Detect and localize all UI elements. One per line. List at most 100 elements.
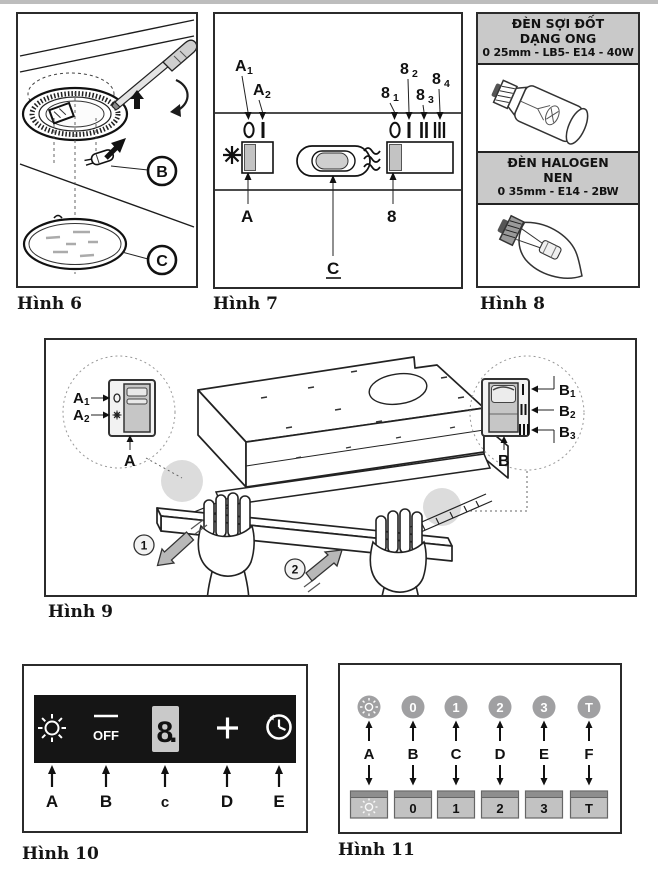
label-c: C [451,746,462,763]
svg-text:2: 2 [570,410,576,421]
svg-text:1: 1 [247,65,253,77]
svg-text:1: 1 [452,801,459,816]
halogen-bulb-header: ĐÈN HALOGEN NEN 0 35mm - E14 - 2BW [478,151,638,205]
svg-text:1: 1 [141,539,148,553]
lamp-socket [47,101,76,125]
label-e: E [273,792,284,811]
label-83: 8 3 [416,87,434,120]
round-glass-cover-icon [22,214,128,271]
latch-highlight-right [423,488,461,526]
step-2-badge: 2 [284,558,306,580]
svg-text:8: 8 [432,71,441,88]
inset-a-leader [145,457,183,479]
dashed-inset-circle-icon [62,355,176,469]
label-a: A [241,172,253,226]
label-a1: A 1 [73,390,110,408]
figure-8-panel: ĐÈN SỢI ĐỐT DẠNG ONG 0 25mm - LB5- E14 -… [476,12,640,288]
svg-text:B: B [559,424,570,441]
halogen-title-line2: NEN [543,170,573,186]
svg-text:1: 1 [452,700,459,715]
label-b2: B 2 [531,403,576,421]
down-arrowheads [365,778,593,786]
plus-icon [217,717,238,739]
leader-line-c [121,251,149,260]
pointer-arrows [50,773,281,787]
round-button-2: 2 [488,695,512,719]
svg-text:C: C [327,259,339,278]
label-a2: A 2 [73,407,110,425]
label-b3: B 3 [531,424,576,443]
svg-text:8.: 8. [156,716,176,749]
incandescent-spec: 0 25mm - LB5- E14 - 40W [482,45,634,59]
light-icon [38,714,66,742]
key-2: 2 [480,790,520,819]
round-button-3: 3 [532,695,556,719]
recess-dashed-outline [27,72,115,116]
round-button-1: 1 [444,695,468,719]
halogen-spec: 0 35mm - E14 - 2BW [497,184,619,198]
svg-text:1: 1 [84,397,90,408]
label-b1: B 1 [531,376,576,400]
svg-text:2: 2 [496,801,503,816]
label-d: D [495,746,506,763]
down-arrows [368,765,590,779]
svg-text:3: 3 [540,801,547,816]
switch-panel-a [108,379,156,437]
round-button-t: T [577,695,601,719]
vent-hole-icon [368,372,428,406]
key-3: 3 [524,790,564,819]
svg-text:A: A [73,407,84,424]
svg-text:T: T [585,700,593,715]
svg-text:B: B [498,453,510,470]
svg-text:3: 3 [570,431,576,442]
label-81: 8 1 [381,85,399,120]
lift-arrow-icon [130,90,144,109]
light-icon [360,798,378,816]
position-0-icon [113,393,121,403]
figure-9-panel: 1 2 A 1 A 2 A [44,338,637,597]
svg-text:0: 0 [409,700,416,715]
speed-3-marks [519,424,529,435]
light-symbol-icon [223,146,241,164]
seven-segment-display: 8. [152,706,180,752]
figure-10-caption: Hình 10 [22,844,99,864]
figure-7-diagram: A 1 A 2 A C 8 [215,58,461,279]
slider-switch-icon [296,145,371,177]
incandescent-bulb-header: ĐÈN SỢI ĐỐT DẠNG ONG 0 25mm - LB5- E14 -… [478,14,638,66]
up-arrowheads [365,720,593,728]
label-b: B [156,164,168,181]
screw-marks [260,370,465,429]
figure-6-caption: Hình 6 [17,294,82,314]
svg-text:0: 0 [409,801,416,816]
svg-text:B: B [559,403,570,420]
incandescent-title-line1: ĐÈN SỢI ĐỐT [511,16,605,31]
label-a: A [46,792,58,811]
svg-text:A: A [241,207,253,226]
svg-text:2: 2 [412,68,418,80]
switch-panel-b [481,378,530,437]
svg-text:T: T [585,801,593,816]
svg-text:4: 4 [444,78,450,90]
callout-circle-b: B [146,155,178,187]
key-t: T [569,790,609,819]
front-seam [245,429,485,467]
svg-text:1: 1 [570,389,576,400]
halogen-bulb-icon [497,214,583,279]
round-button-light [357,695,381,719]
fan-position-0-icon [389,121,401,139]
svg-text:A: A [73,390,84,407]
svg-text:8: 8 [381,85,390,102]
callout-circle-c: C [146,244,178,276]
halogen-title-line1: ĐÈN HALOGEN [507,155,609,171]
push-in-arrow-icon [303,549,343,593]
label-e: E [539,746,549,763]
step-1-badge: 1 [133,534,155,556]
svg-text:8: 8 [416,87,425,104]
label-b: B [498,436,510,470]
figure-11-panel: 0 1 2 3 T A B C D E F [338,663,622,834]
key-0: 0 [393,790,433,819]
dashed-inset-circle-icon [469,355,585,471]
speed-2-marks [520,404,527,415]
label-a: A [124,435,136,470]
